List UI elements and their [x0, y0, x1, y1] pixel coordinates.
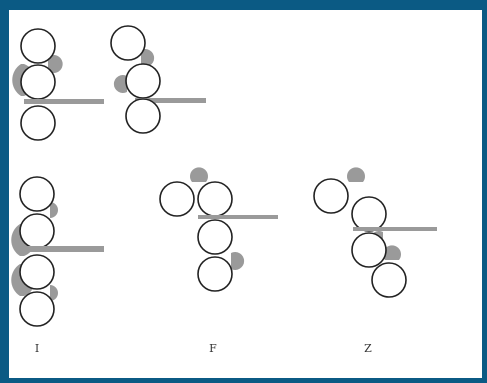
ball [20, 64, 56, 100]
top-left-stack [12, 28, 104, 141]
shading [141, 48, 155, 67]
rod [353, 227, 437, 231]
ball [20, 28, 56, 64]
z-stack [313, 167, 437, 298]
rod [198, 215, 278, 219]
ball [159, 181, 195, 217]
f-stack [159, 167, 278, 292]
top-middle-stack [110, 25, 206, 134]
ball [197, 256, 233, 292]
ball [351, 196, 387, 232]
label-z: Z [364, 342, 372, 355]
shading [231, 252, 245, 270]
label-i: I [35, 342, 39, 355]
ball [371, 262, 407, 298]
i-stack [11, 176, 104, 327]
ball [197, 219, 233, 255]
shading [50, 202, 58, 218]
ball [19, 176, 55, 212]
ball [197, 181, 233, 217]
ball [351, 232, 387, 268]
diagram-panel: I F Z [9, 10, 482, 378]
ball [19, 254, 55, 290]
shading [50, 285, 58, 301]
rod [20, 246, 104, 252]
ball [20, 105, 56, 141]
label-f: F [209, 342, 217, 355]
rod [24, 99, 104, 104]
rod [135, 98, 206, 103]
shading [383, 245, 401, 260]
ball [19, 291, 55, 327]
ball [125, 98, 161, 134]
shading [347, 167, 365, 182]
diagram-canvas: I F Z [11, 25, 437, 355]
shading-right [48, 55, 63, 73]
shading [190, 167, 208, 182]
ball [125, 63, 161, 99]
ball [313, 178, 349, 214]
ball [110, 25, 146, 61]
shading [113, 75, 127, 93]
ball [19, 213, 55, 249]
